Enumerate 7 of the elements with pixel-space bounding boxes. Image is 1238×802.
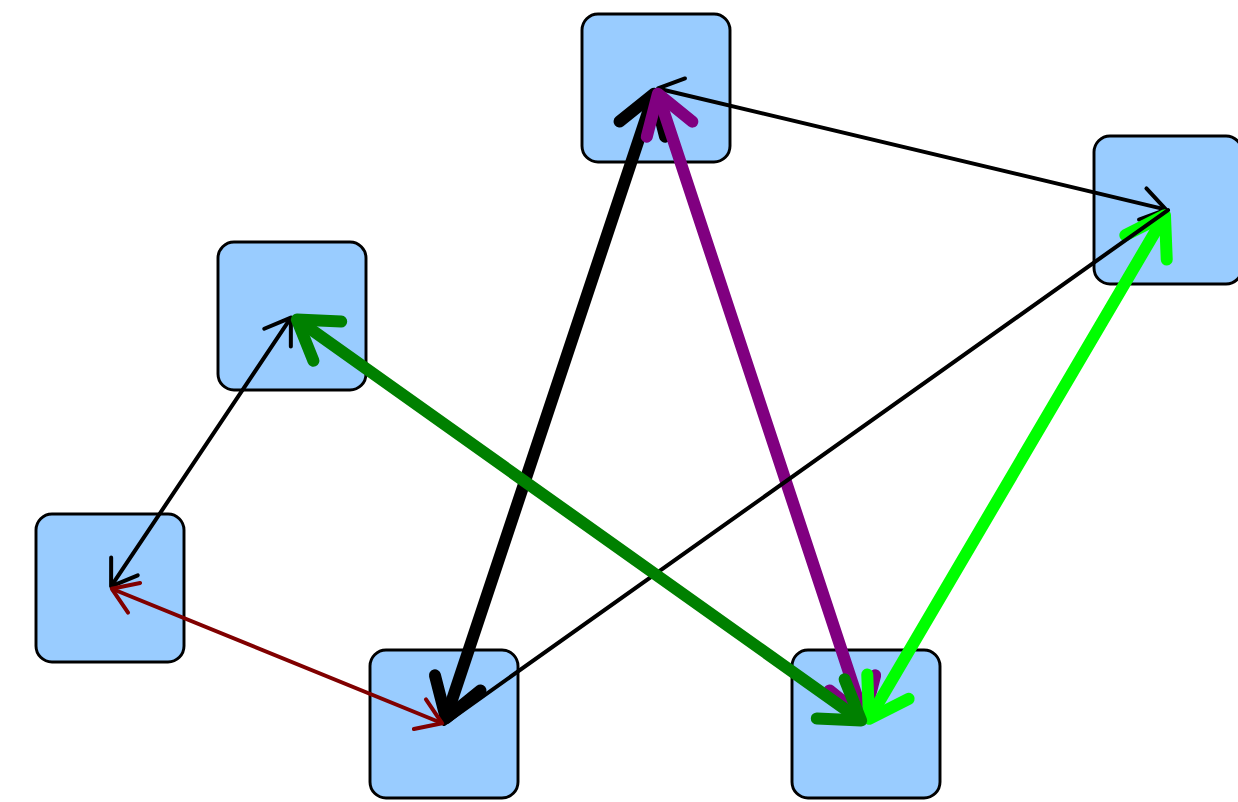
arrow xyxy=(428,87,672,725)
arrow xyxy=(109,581,445,732)
arrow xyxy=(655,76,1169,222)
arrow xyxy=(861,209,1173,725)
arrow xyxy=(109,315,293,589)
arrow xyxy=(290,313,868,727)
rounded-box xyxy=(34,512,186,664)
